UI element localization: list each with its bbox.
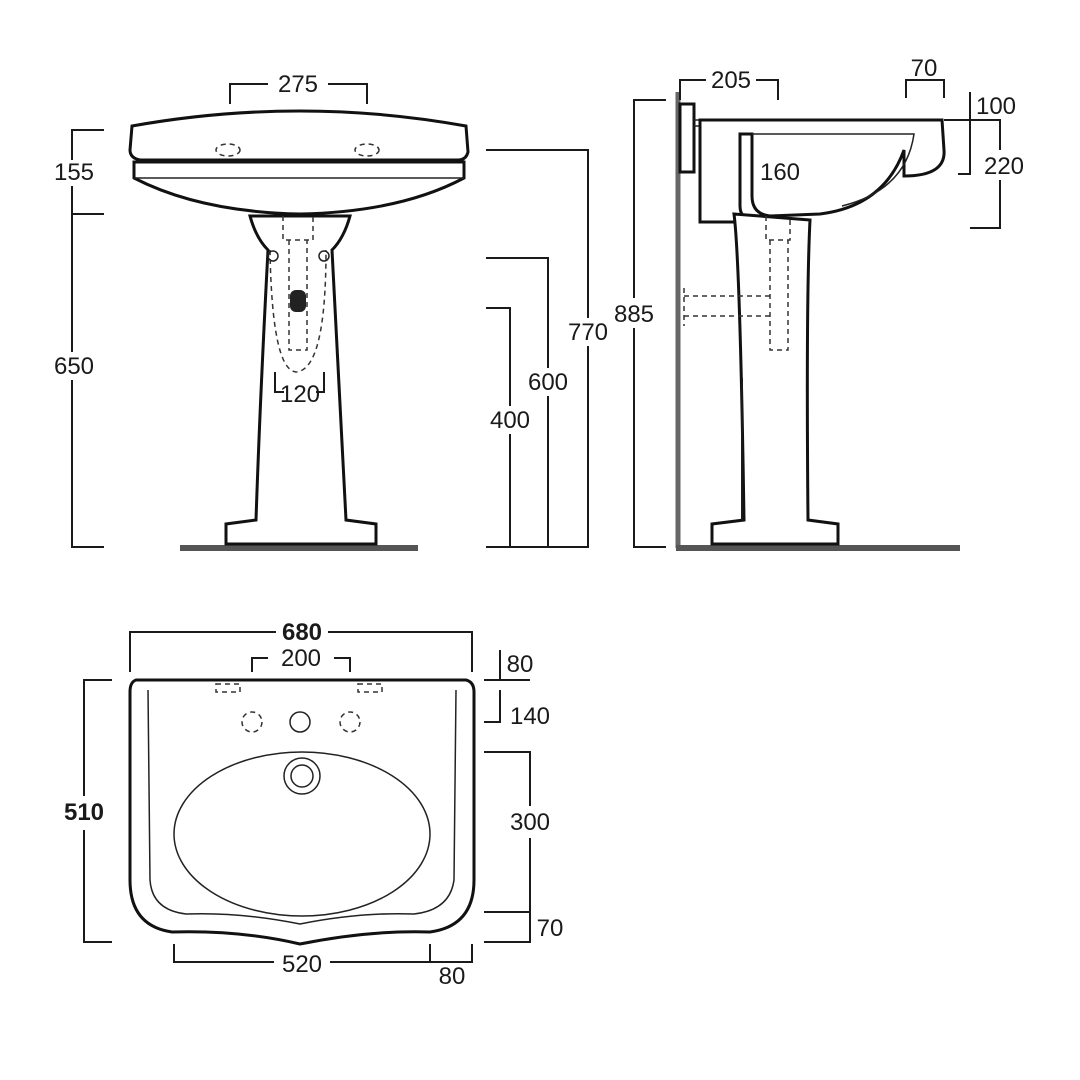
dim-basin-height: 155 (54, 159, 94, 186)
dim-waste-height: 600 (528, 369, 568, 396)
dim-rim-thickness: 100 (976, 93, 1016, 120)
dim-overall-depth: 510 (64, 799, 104, 826)
side-wall-bracket (680, 104, 694, 172)
side-view: 205 70 100 160 220 885 (614, 55, 1024, 548)
dim-tap-spacing: 275 (278, 71, 318, 98)
dim-supply-height: 400 (490, 407, 530, 434)
dim-front-overhang: 80 (439, 963, 466, 990)
dim-tap-hole-spacing: 200 (281, 645, 321, 672)
dim-tap-offset: 140 (510, 703, 550, 730)
front-basin-rim (130, 111, 468, 160)
dim-bowl-length: 300 (510, 809, 550, 836)
top-basin-outline (130, 680, 474, 944)
side-basin-section (700, 120, 944, 222)
dim-wall-projection: 205 (711, 67, 751, 94)
dim-overall-height: 770 (568, 319, 608, 346)
dim-back-rim: 80 (507, 651, 534, 678)
dim-lip-projection: 70 (911, 55, 938, 82)
dim-waste-width: 120 (280, 381, 320, 408)
front-basin-bowl (134, 162, 464, 214)
side-pedestal (712, 214, 838, 544)
dim-overflow-drop: 220 (984, 153, 1024, 180)
front-view: 275 155 650 120 770 600 400 (54, 71, 608, 548)
dim-pedestal-height: 650 (54, 353, 94, 380)
dim-total-height: 885 (614, 301, 654, 328)
dim-overall-width: 680 (282, 619, 322, 646)
dim-bowl-width: 520 (282, 951, 322, 978)
front-pedestal (226, 216, 376, 544)
dim-bowl-depth: 160 (760, 159, 800, 186)
dim-front-rim: 70 (537, 915, 564, 942)
top-view: 680 200 80 140 510 300 70 520 80 (64, 619, 563, 990)
front-waste-outlet (290, 290, 306, 312)
